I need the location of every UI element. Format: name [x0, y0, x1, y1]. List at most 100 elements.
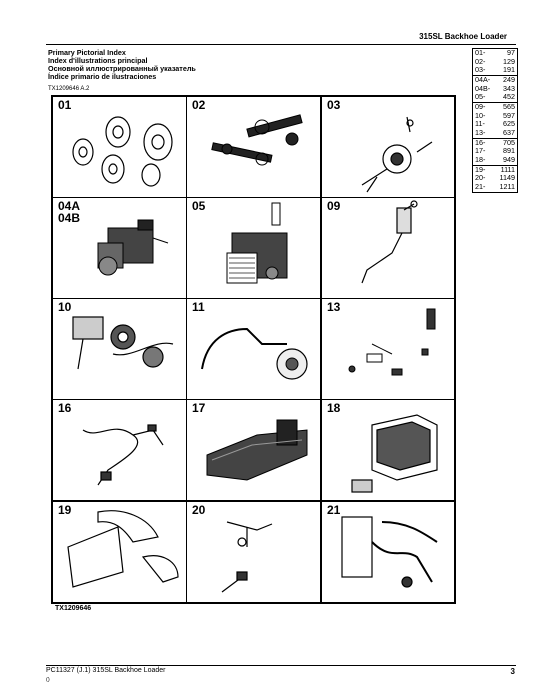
cell-label: 16 — [58, 401, 72, 415]
page-index-row: 13- 637 — [473, 127, 517, 138]
page-index-row: 01- 97 — [473, 48, 517, 58]
page-reference: 949 — [503, 154, 515, 164]
header-rule — [46, 44, 516, 45]
cell-label: 19 — [58, 503, 72, 517]
axles-icon — [211, 114, 303, 166]
page-reference: 1111 — [500, 164, 515, 174]
page-reference: 597 — [503, 110, 515, 120]
footer-left-text: PC11327 (J.1) 315SL Backhoe Loader — [46, 667, 166, 674]
index-cell-04a-04b: 04A 04B — [52, 197, 187, 299]
page-index-row: 18- 949 — [473, 154, 517, 165]
footer-code: () — [46, 677, 50, 683]
index-cell-09: 09 — [321, 197, 455, 299]
figure-id-bottom: TX1209646 — [55, 605, 92, 612]
page-index-row: 16- 705 — [473, 137, 517, 148]
page-index-row: 03- 191 — [473, 66, 517, 75]
cell-label: 05 — [192, 199, 206, 213]
hydraulic-lines-icon — [201, 327, 308, 380]
page-reference: 249 — [503, 74, 515, 84]
page-reference: 625 — [503, 119, 515, 129]
section-number: 13- — [475, 127, 486, 137]
section-number: 19- — [475, 164, 486, 174]
index-cell-05: 05 — [186, 197, 321, 299]
section-number: 01- — [475, 48, 486, 57]
engine-cooling-icon — [226, 202, 288, 284]
page-reference: 343 — [503, 83, 515, 93]
page-reference: 129 — [503, 56, 515, 66]
cell-label: 01 — [58, 98, 72, 112]
index-title-fr: Index d'illustrations principal — [48, 56, 148, 65]
section-number: 20- — [475, 173, 486, 183]
figure-id-top: TX1209646 A.2 — [48, 86, 90, 92]
cell-label: 13 — [327, 300, 341, 314]
section-number: 10- — [475, 110, 486, 120]
page-reference: 1149 — [499, 173, 515, 183]
backhoe-hoses-icon — [341, 516, 438, 588]
index-cell-16: 16 — [52, 399, 187, 501]
section-number: 16- — [475, 137, 486, 147]
cell-label: 03 — [327, 98, 341, 112]
index-title-ru: Основной иллюстрированный указатель — [48, 64, 196, 73]
section-number: 02- — [475, 56, 486, 66]
section-number: 21- — [475, 181, 486, 191]
cell-label: 04A 04B — [58, 199, 81, 225]
page-index-row: 19- 1111 — [473, 164, 517, 175]
section-number: 03- — [475, 65, 486, 75]
wheels-tires-icon — [72, 116, 173, 187]
wiring-harness-icon — [82, 424, 164, 486]
page-index-row: 11- 625 — [473, 120, 517, 129]
page-index-row: 04B- 343 — [473, 83, 517, 94]
page-reference: 97 — [507, 48, 515, 57]
index-cell-01: 01 — [52, 96, 187, 198]
cell-label: 17 — [192, 401, 206, 415]
page-index-row: 09- 565 — [473, 101, 517, 112]
index-cell-10: 10 — [52, 298, 187, 400]
engine-icon — [97, 219, 169, 276]
page-reference: 705 — [503, 137, 515, 147]
index-cell-03: 03 — [321, 96, 455, 198]
index-cell-13: 13 — [321, 298, 455, 400]
page-index-row: 20- 1149 — [473, 174, 517, 183]
page-reference: 565 — [503, 101, 515, 111]
sheet-metal-icon — [67, 510, 179, 588]
page-index-row: 04A- 249 — [473, 74, 517, 85]
operator-cab-icon — [351, 414, 438, 493]
pictorial-index-grid: 01 02 03 04A 04B 05 09 10 11 13 16 17 18 19 20 21 — [51, 95, 456, 604]
page-reference: 637 — [503, 127, 515, 137]
page-reference: 891 — [503, 146, 515, 156]
section-number: 09- — [475, 101, 486, 111]
cell-label: 11 — [192, 300, 205, 314]
index-cell-17: 17 — [186, 399, 321, 501]
page-reference: 191 — [503, 65, 515, 75]
page-reference: 1211 — [499, 181, 515, 191]
cell-label: 20 — [192, 503, 206, 517]
brakes-icon — [72, 316, 174, 370]
index-cell-21: 21 — [321, 501, 455, 603]
cell-label: 02 — [192, 98, 206, 112]
index-cell-02: 02 — [186, 96, 321, 198]
footer-rule — [46, 665, 516, 666]
index-title-en: Primary Pictorial Index — [48, 48, 126, 57]
steering-icon — [361, 200, 418, 284]
section-number: 04A- — [475, 74, 491, 84]
cell-label: 18 — [327, 401, 341, 415]
index-cell-11: 11 — [186, 298, 321, 400]
document-title: 315SL Backhoe Loader — [419, 32, 507, 41]
index-cell-18: 18 — [321, 399, 455, 501]
cell-label: 21 — [327, 503, 341, 517]
page-index-row: 10- 597 — [473, 110, 517, 121]
section-number: 11- — [475, 119, 485, 129]
cell-label: 09 — [327, 199, 341, 213]
index-cell-20: 20 — [186, 501, 321, 603]
page-index-row: 05- 452 — [473, 93, 517, 102]
steering-column-icon — [361, 116, 433, 193]
controls-linkage-icon — [221, 521, 273, 593]
page-index-row: 02- 129 — [473, 56, 517, 67]
page-number: 3 — [510, 667, 515, 676]
page-reference: 452 — [503, 92, 515, 102]
frame-icon — [206, 419, 308, 481]
section-number: 05- — [475, 92, 486, 102]
section-number: 04B- — [475, 83, 491, 93]
index-cell-19: 19 — [52, 501, 187, 603]
section-number: 18- — [475, 154, 486, 164]
